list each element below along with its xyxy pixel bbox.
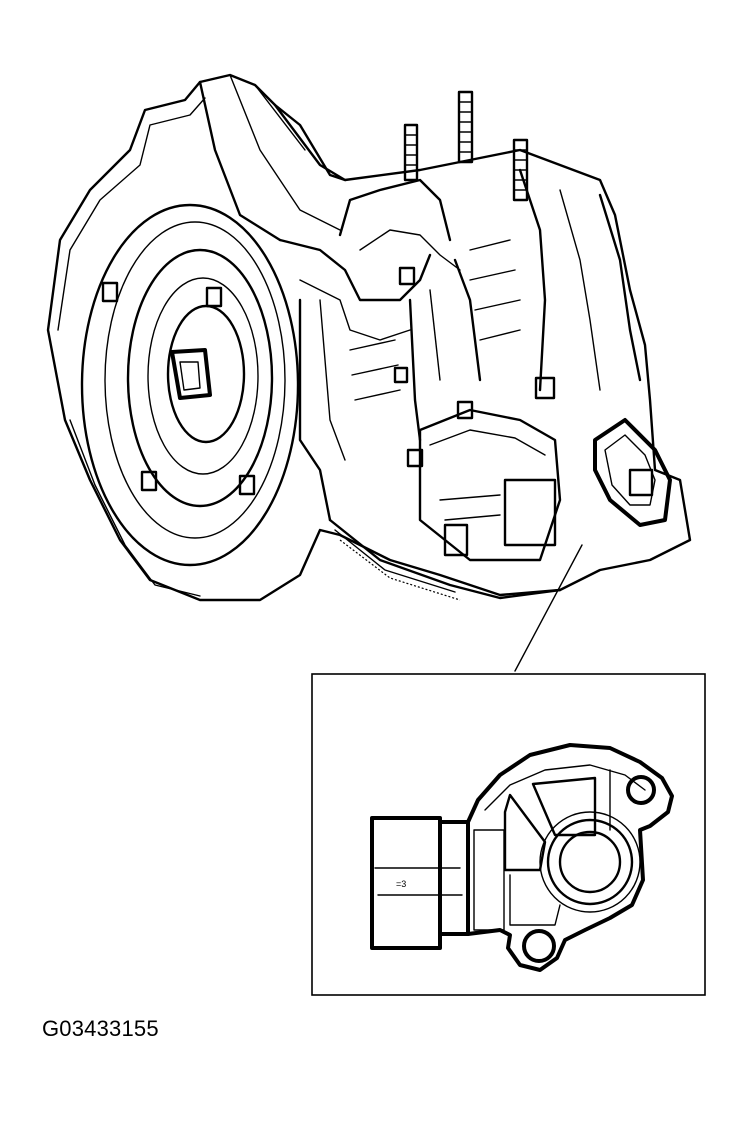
range-sensor-detail: =3: [370, 743, 674, 972]
figure-id-label: G03433155: [42, 1016, 159, 1041]
stud-bolts: [403, 90, 529, 202]
svg-text:=3: =3: [396, 879, 406, 889]
leader-line: [514, 544, 583, 672]
transaxle-assembly: [46, 73, 692, 602]
inset-detail: =3: [311, 673, 706, 996]
transmission-range-sensor-on-case: [593, 418, 672, 527]
